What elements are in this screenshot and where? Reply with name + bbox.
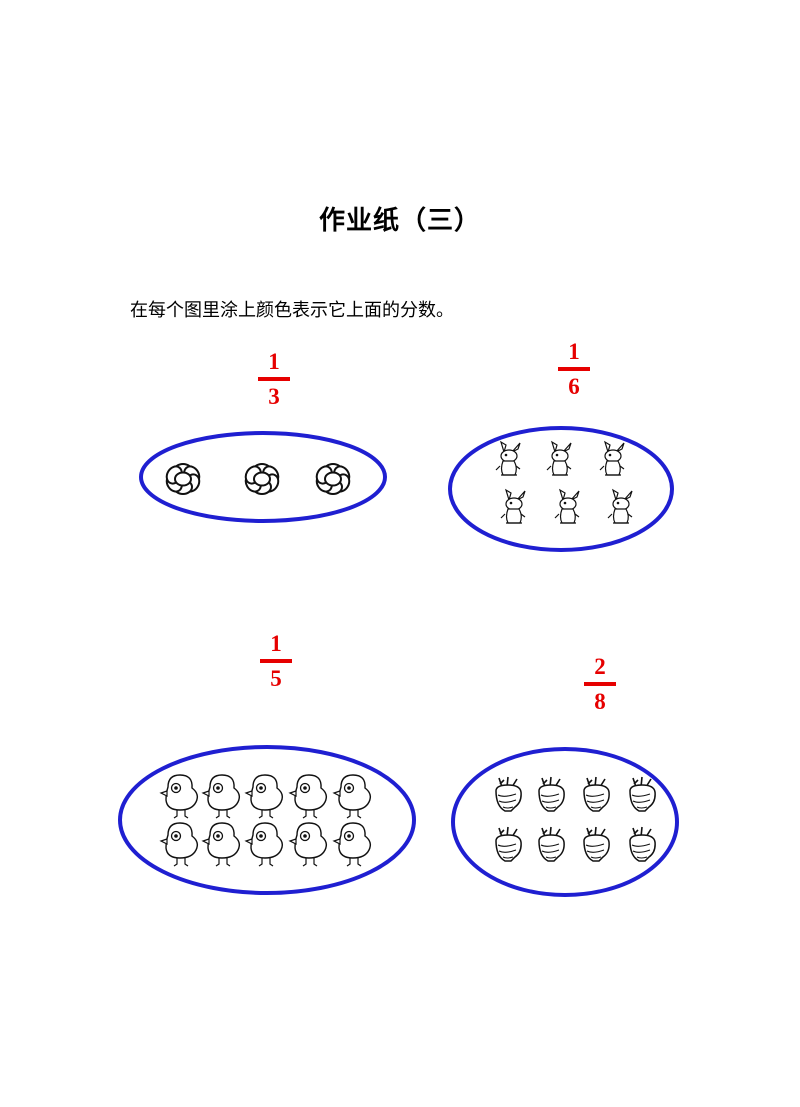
chick-icon[interactable] — [288, 774, 328, 819]
fraction-bar — [558, 367, 590, 371]
fraction-denominator: 5 — [270, 666, 282, 691]
fraction-flowers: 1 3 — [254, 349, 294, 410]
flower-icon[interactable] — [164, 463, 203, 495]
fraction-denominator: 3 — [268, 384, 280, 409]
chick-icon[interactable] — [159, 822, 199, 867]
fraction-numerator: 1 — [568, 339, 580, 364]
fraction-numerator: 1 — [270, 631, 282, 656]
radish-icon[interactable] — [538, 826, 565, 862]
flower-icon[interactable] — [314, 463, 353, 495]
rabbit-icon[interactable] — [554, 488, 580, 524]
radish-icon[interactable] — [495, 776, 522, 812]
fraction-bar — [258, 377, 290, 381]
chick-icon[interactable] — [244, 774, 284, 819]
chick-icon[interactable] — [244, 822, 284, 867]
fraction-denominator: 8 — [594, 689, 606, 714]
oval-radishes[interactable] — [451, 747, 679, 897]
chick-icon[interactable] — [288, 822, 328, 867]
fraction-numerator: 2 — [594, 654, 606, 679]
rabbit-icon[interactable] — [500, 488, 526, 524]
flower-icon[interactable] — [243, 463, 282, 495]
fraction-numerator: 1 — [268, 349, 280, 374]
rabbit-icon[interactable] — [599, 440, 625, 476]
chick-icon[interactable] — [159, 774, 199, 819]
oval-chicks[interactable] — [118, 745, 416, 895]
fraction-denominator: 6 — [568, 374, 580, 399]
rabbit-icon[interactable] — [607, 488, 633, 524]
radish-icon[interactable] — [583, 826, 610, 862]
rabbit-icon[interactable] — [546, 440, 572, 476]
oval-rabbits[interactable] — [448, 426, 674, 552]
rabbit-icon[interactable] — [495, 440, 521, 476]
fraction-chicks: 1 5 — [256, 631, 296, 692]
fraction-rabbits: 1 6 — [554, 339, 594, 400]
chick-icon[interactable] — [332, 774, 372, 819]
radish-icon[interactable] — [583, 776, 610, 812]
radish-icon[interactable] — [629, 826, 656, 862]
chick-icon[interactable] — [332, 822, 372, 867]
radish-icon[interactable] — [538, 776, 565, 812]
chick-icon[interactable] — [201, 774, 241, 819]
fraction-bar — [584, 682, 616, 686]
oval-flowers[interactable] — [139, 431, 387, 523]
fraction-bar — [260, 659, 292, 663]
radish-icon[interactable] — [495, 826, 522, 862]
instruction-text: 在每个图里涂上颜色表示它上面的分数。 — [130, 300, 454, 321]
page-title: 作业纸（三） — [318, 206, 481, 236]
fraction-radishes: 2 8 — [580, 654, 620, 715]
radish-icon[interactable] — [629, 776, 656, 812]
chick-icon[interactable] — [201, 822, 241, 867]
